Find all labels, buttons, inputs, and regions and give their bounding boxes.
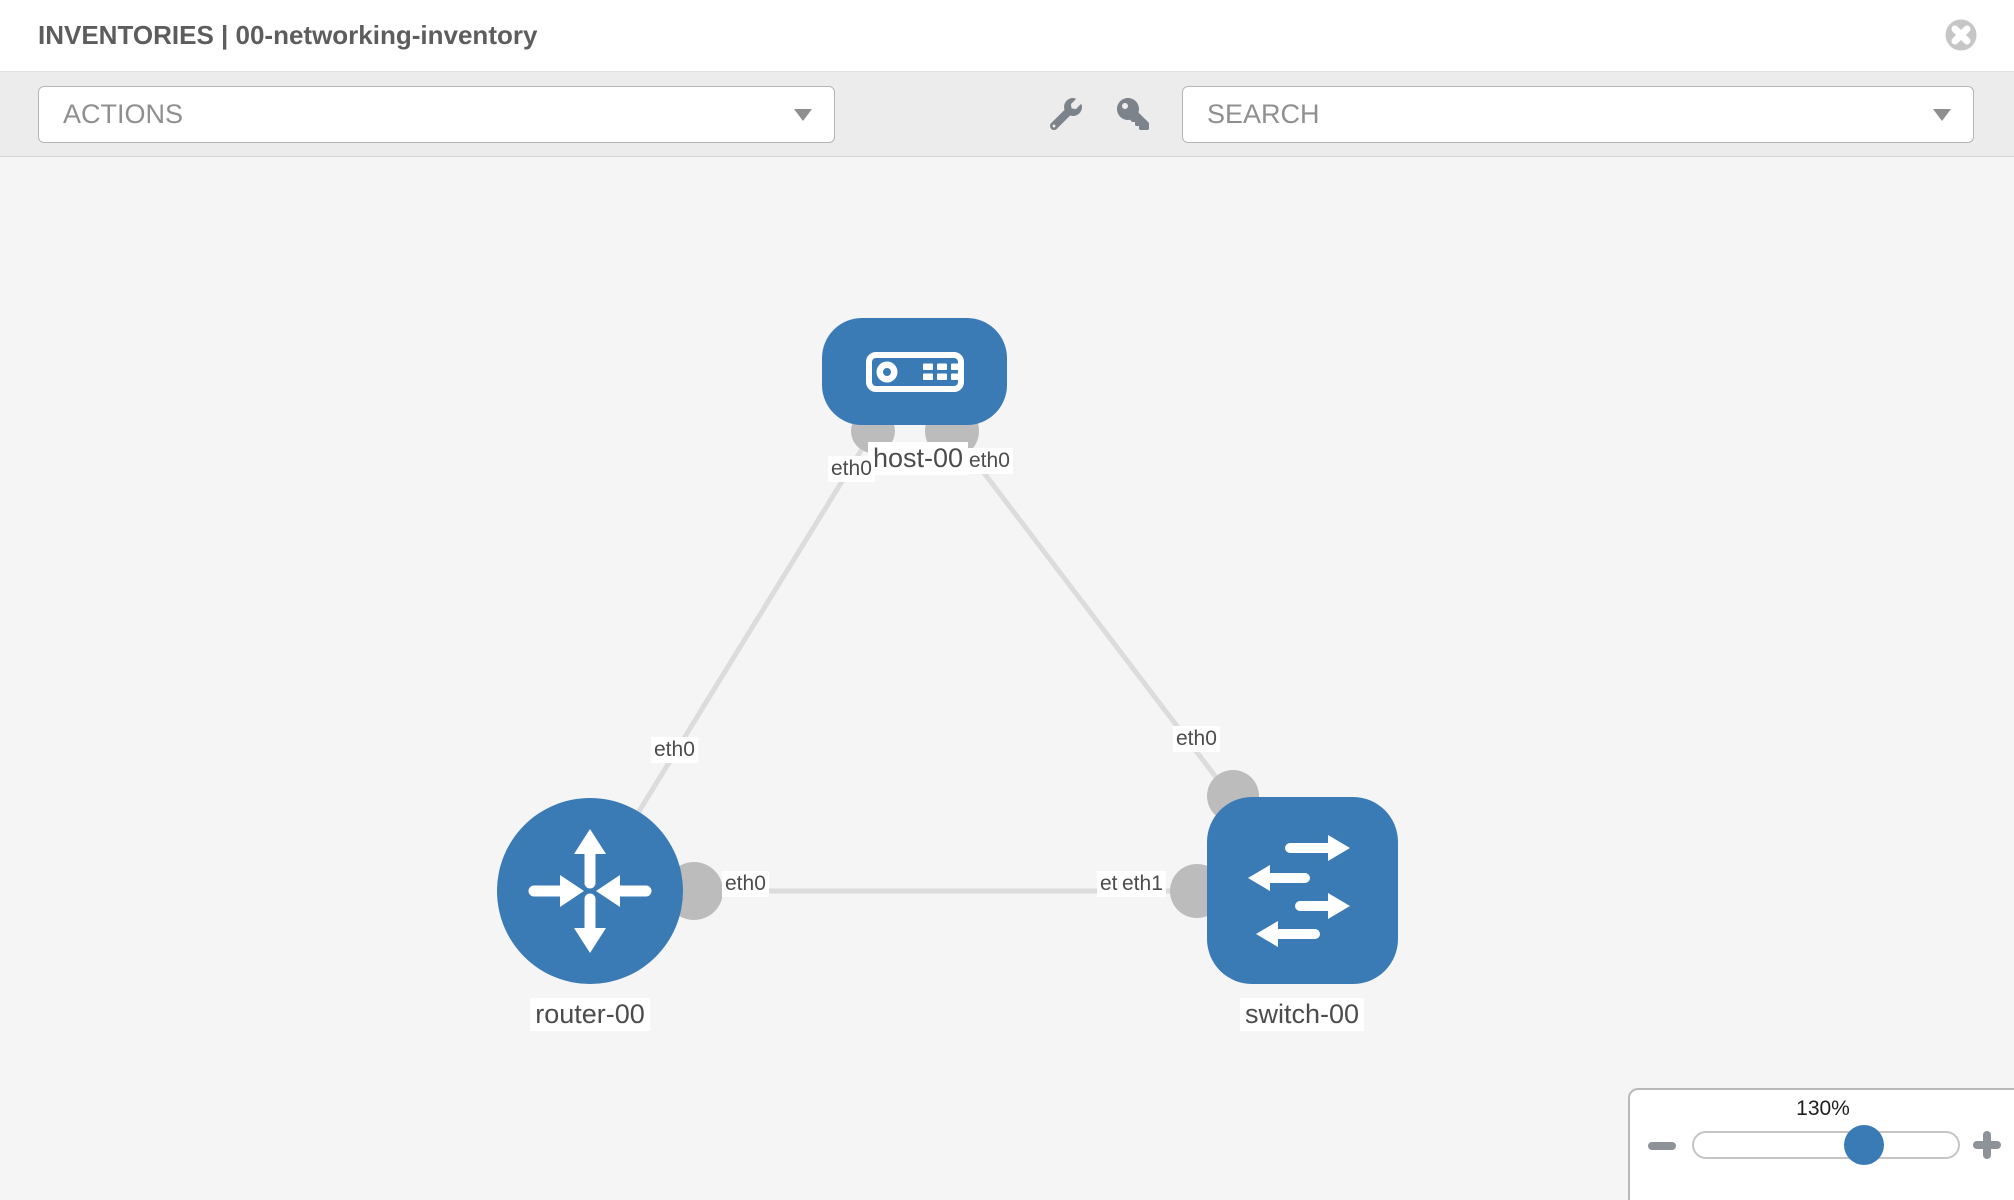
iface-label-switch-top: eth0	[1173, 726, 1220, 753]
switch-arrows-icon	[1248, 835, 1350, 947]
search-dropdown[interactable]: SEARCH	[1182, 86, 1974, 143]
actions-dropdown-label: ACTIONS	[63, 99, 184, 129]
iface-label-mid-router: eth0	[722, 871, 769, 898]
iface-label-host-left: eth0	[828, 456, 875, 483]
chevron-down-icon	[1933, 108, 1951, 121]
toolbar: ACTIONS SEARCH	[0, 72, 2014, 157]
node-label-host: host-00	[867, 442, 969, 476]
actions-dropdown[interactable]: ACTIONS	[38, 86, 835, 143]
node-host[interactable]	[822, 318, 1007, 425]
zoom-out-button[interactable]	[1646, 1130, 1680, 1160]
wrench-icon	[1050, 98, 1082, 130]
zoom-panel: 130%	[1628, 1088, 2014, 1200]
plus-icon	[1983, 1131, 1991, 1159]
adhoc-command-button[interactable]	[1044, 92, 1088, 136]
page-title: INVENTORIES | 00-networking-inventory	[38, 20, 538, 50]
header: INVENTORIES | 00-networking-inventory	[0, 0, 2014, 72]
close-icon	[1945, 19, 1977, 51]
node-label-router: router-00	[530, 998, 650, 1032]
key-icon	[1117, 98, 1149, 130]
topology-canvas[interactable]: host-00 router-00 switch-00 eth0 eth0 et…	[0, 157, 2014, 1200]
node-label-switch: switch-00	[1239, 998, 1365, 1032]
credentials-button[interactable]	[1111, 92, 1155, 136]
iface-label-mid-switch: eth1	[1119, 871, 1166, 898]
node-switch[interactable]	[1207, 797, 1398, 984]
minus-icon	[1648, 1142, 1676, 1150]
chevron-down-icon	[794, 108, 812, 121]
server-icon	[866, 352, 964, 392]
zoom-in-button[interactable]	[1971, 1128, 2005, 1162]
search-dropdown-label: SEARCH	[1207, 99, 1320, 129]
router-arrows-icon	[528, 829, 652, 953]
close-button[interactable]	[1944, 18, 1978, 52]
zoom-level: 130%	[1796, 1097, 1850, 1120]
iface-label-router-top: eth0	[651, 737, 698, 764]
zoom-slider[interactable]	[1692, 1131, 1960, 1159]
zoom-slider-handle[interactable]	[1844, 1125, 1884, 1165]
node-router[interactable]	[497, 798, 683, 984]
iface-label-host-right: eth0	[966, 448, 1013, 475]
